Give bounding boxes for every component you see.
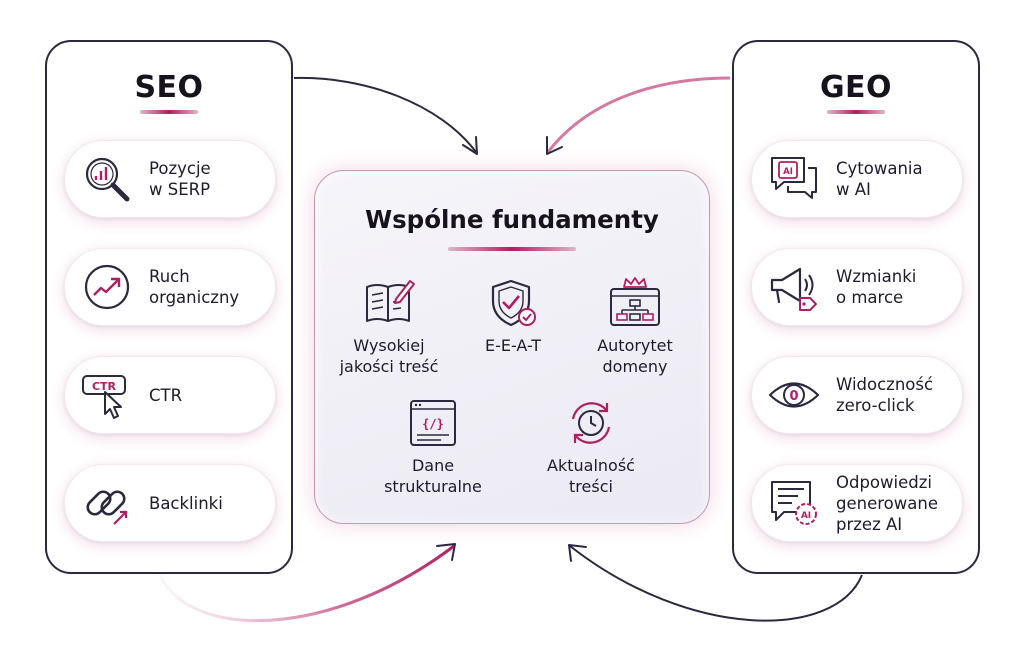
feature-label: Aktualność treści — [547, 456, 635, 496]
chain-link-icon — [77, 473, 137, 533]
trend-up-icon — [77, 257, 137, 317]
ai-badge-text: AI — [783, 167, 793, 177]
center-title: Wspólne fundamenty — [365, 205, 659, 234]
feature-label: Autorytet domeny — [597, 336, 673, 376]
ai-answer-icon: AI — [764, 473, 824, 533]
geo-panel: GEO AI Cytowania w AI Wzmianki o marce — [732, 40, 980, 574]
clock-refresh-icon — [563, 397, 619, 449]
feature-content-freshness: Aktualność treści — [521, 397, 661, 497]
seo-item-label: Backlinki — [149, 493, 223, 513]
center-title-underline — [448, 247, 576, 251]
seo-item-label: Ruch organiczny — [149, 267, 240, 307]
crown-sitemap-icon — [607, 277, 663, 329]
ai-badge-text: AI — [801, 511, 811, 521]
book-pen-icon — [361, 277, 417, 329]
feature-structured-data: {/} Dane strukturalne — [363, 397, 503, 497]
arrow-top-right — [546, 76, 731, 155]
geo-item-ai-citations: AI Cytowania w AI — [751, 140, 963, 218]
seo-item-organic-traffic: Ruch organiczny — [64, 248, 276, 326]
ctr-cursor-icon: CTR — [77, 365, 137, 425]
feature-label: Dane strukturalne — [384, 456, 482, 496]
seo-panel: SEO Pozycje w SERP Ruch organiczny — [45, 40, 293, 574]
geo-title: GEO — [819, 70, 893, 105]
shield-check-icon — [485, 277, 541, 329]
seo-title: SEO — [134, 70, 204, 105]
seo-title-underline — [140, 110, 198, 114]
ctr-badge-text: CTR — [92, 380, 117, 393]
geo-item-label: Cytowania w AI — [836, 159, 923, 199]
geo-item-label: Odpowiedzi generowane przez AI — [836, 472, 938, 534]
geo-item-zero-click: 0 Widoczność zero-click — [751, 356, 963, 434]
seo-item-backlinks: Backlinki — [64, 464, 276, 542]
feature-quality-content: Wysokiej jakości treść — [319, 277, 459, 377]
geo-item-brand-mentions: Wzmianki o marce — [751, 248, 963, 326]
geo-item-ai-answers: AI Odpowiedzi generowane przez AI — [751, 464, 963, 542]
geo-item-label: Widoczność zero-click — [836, 375, 934, 415]
eye-icon: 0 — [764, 365, 824, 425]
feature-label: Wysokiej jakości treść — [339, 336, 439, 376]
ai-chat-icon: AI — [764, 149, 824, 209]
seo-item-label: CTR — [149, 385, 183, 405]
feature-domain-authority: Autorytet domeny — [565, 277, 705, 377]
zero-badge-text: 0 — [789, 389, 798, 404]
megaphone-icon — [764, 257, 824, 317]
magnifier-chart-icon — [77, 149, 137, 209]
arrow-top-left — [293, 76, 478, 155]
seo-item-label: Pozycje w SERP — [149, 159, 211, 199]
geo-title-underline — [827, 110, 885, 114]
code-window-icon: {/} — [405, 397, 461, 449]
geo-item-label: Wzmianki o marce — [836, 267, 917, 307]
feature-eeat: E-E-A-T — [443, 277, 583, 356]
seo-item-serp-positions: Pozycje w SERP — [64, 140, 276, 218]
code-badge-text: {/} — [422, 417, 444, 431]
feature-label: E-E-A-T — [484, 336, 542, 355]
shared-foundations-box: Wspólne fundamenty Wysokiej jakości treś… — [314, 170, 710, 524]
seo-item-ctr: CTR CTR — [64, 356, 276, 434]
